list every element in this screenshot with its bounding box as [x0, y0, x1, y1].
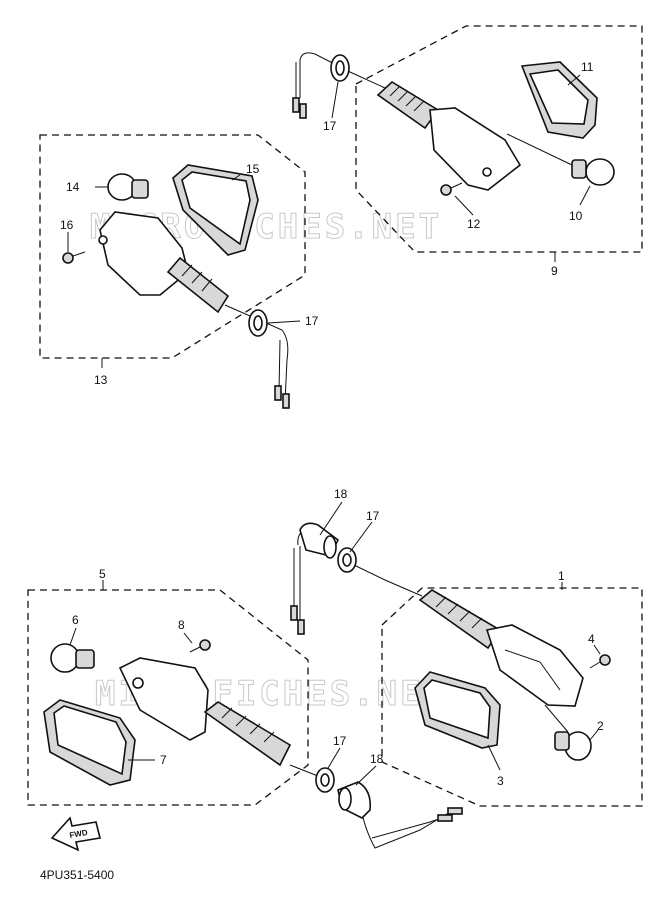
callout-13: 13 [94, 373, 108, 387]
callout-4: 4 [588, 632, 595, 646]
callout-17: 17 [366, 509, 380, 523]
turn-signal-stem [418, 589, 502, 650]
screw-hole [132, 677, 144, 689]
screw-hole [482, 167, 492, 177]
callout-11: 11 [581, 60, 594, 74]
callout-14: 14 [66, 180, 80, 194]
fwd-label: FWD [69, 828, 89, 840]
callout-18: 18 [334, 487, 348, 501]
assembly-1: 1 4 2 3 [381, 569, 643, 807]
wire-connector [290, 605, 298, 621]
assembly-1-boundary [381, 587, 643, 807]
screw [62, 251, 86, 264]
assembly-13: 14 15 16 17 13 [39, 134, 319, 409]
wire-connector [447, 807, 463, 815]
callout-12: 12 [467, 217, 481, 231]
callout-16: 16 [60, 218, 74, 232]
signal-bulb [554, 731, 592, 761]
callout-8: 8 [178, 618, 185, 632]
forward-arrow-icon: FWD [50, 816, 101, 852]
wiring-harness-right: 18 17 [290, 487, 423, 635]
callout-1: 1 [558, 569, 565, 583]
callout-2: 2 [597, 719, 604, 733]
callout-18: 18 [370, 752, 384, 766]
screw [189, 639, 211, 653]
screw [440, 182, 463, 196]
callout-17: 17 [305, 314, 319, 328]
turn-signal-stem [166, 256, 230, 314]
assembly-9-boundary [355, 25, 643, 253]
assembly-9: 17 11 10 12 9 [292, 25, 643, 278]
callout-17: 17 [323, 119, 337, 133]
assembly-13-boundary [39, 134, 306, 359]
signal-bulb [107, 173, 149, 201]
wire-connector [297, 619, 305, 635]
callout-9: 9 [551, 264, 558, 278]
wire-connector [274, 385, 282, 401]
turn-signal-stem [376, 81, 440, 130]
assembly-5: 5 6 8 7 [27, 567, 309, 806]
screw [589, 654, 611, 669]
signal-bulb [50, 643, 95, 673]
callout-10: 10 [569, 209, 583, 223]
signal-bulb [571, 158, 615, 186]
wire-connector [299, 103, 307, 119]
wire-connector [292, 97, 300, 113]
diagram-code: 4PU351-5400 [40, 868, 115, 882]
assembly-5-boundary [27, 589, 309, 806]
screw-hole [98, 235, 108, 245]
turn-signal-stem [203, 701, 292, 767]
callout-6: 6 [72, 613, 79, 627]
callout-15: 15 [246, 162, 260, 176]
wire-connector [437, 814, 453, 822]
wiring-harness-left: 17 18 [289, 734, 463, 849]
callout-5: 5 [99, 567, 106, 581]
signal-housing [485, 624, 584, 707]
callout-17: 17 [333, 734, 347, 748]
callout-3: 3 [497, 774, 504, 788]
signal-housing [429, 107, 522, 191]
wire-connector [282, 393, 290, 409]
callout-7: 7 [160, 753, 167, 767]
